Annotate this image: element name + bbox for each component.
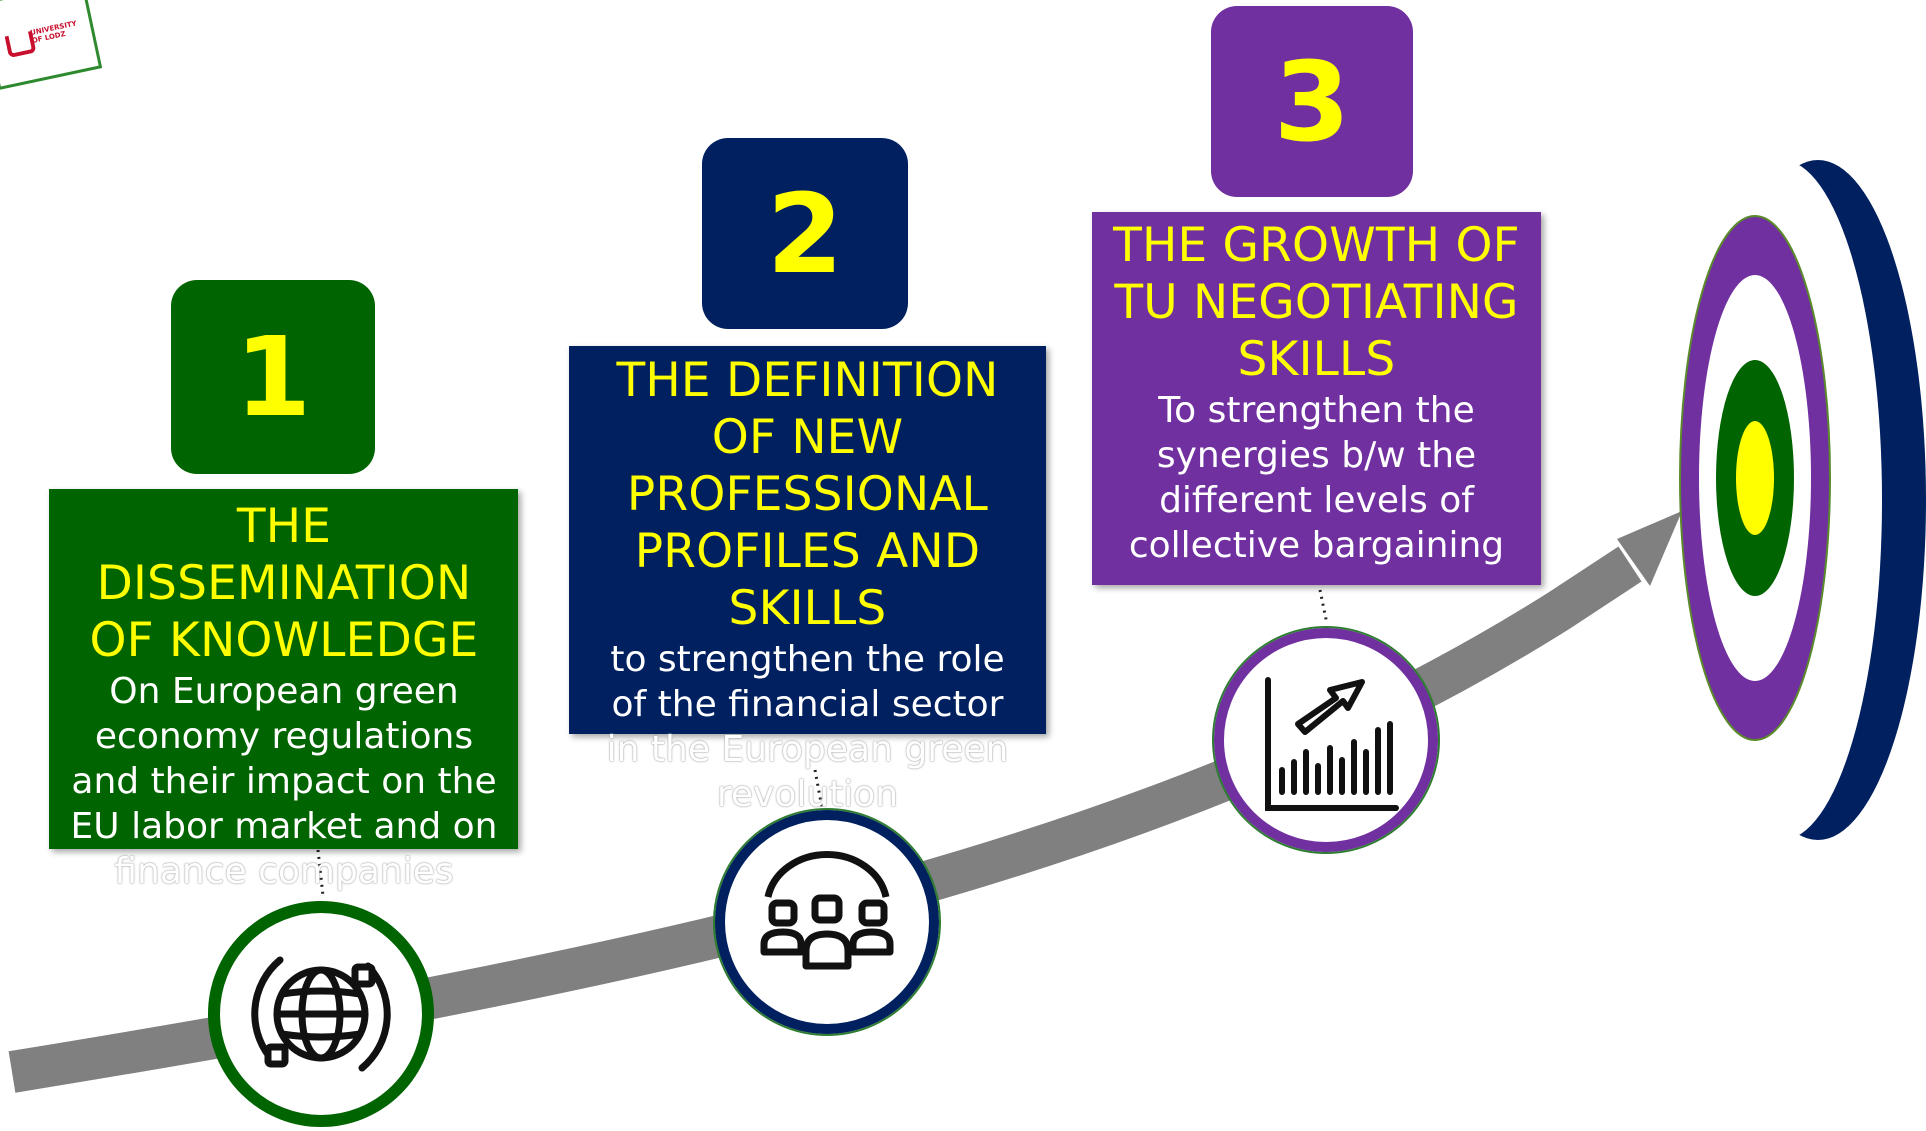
- connector-3: [1318, 589, 1329, 625]
- target-icon: [1679, 160, 1926, 840]
- growth-chart-icon: [1265, 677, 1399, 811]
- step-2-desc-line: of the financial sector: [611, 684, 1004, 725]
- progress-arrow-head: [1617, 511, 1682, 586]
- step-1-overflow-line: finance companies: [114, 851, 454, 892]
- team-icon: [760, 850, 894, 970]
- step-2-card: [569, 346, 1046, 734]
- step-2-text: THE DEFINITION OF NEW PROFESSIONAL PROFI…: [560, 352, 1055, 817]
- step-3-desc-line: To strengthen the: [1158, 390, 1475, 431]
- step-1-heading-line: THE: [236, 499, 332, 554]
- step-1-heading-line: OF KNOWLEDGE: [89, 613, 479, 668]
- step-3-number: 3: [1211, 6, 1413, 197]
- step-1-card: [49, 489, 518, 849]
- step-2-overflow-line: in the European green: [606, 729, 1009, 770]
- step-2-heading-line: THE DEFINITION: [616, 353, 999, 408]
- step-3-heading-line: SKILLS: [1237, 332, 1396, 387]
- step-3-text: THE GROWTH OF TU NEGOTIATING SKILLS To s…: [1092, 217, 1541, 568]
- step-2-heading-line: PROFESSIONAL: [626, 467, 989, 522]
- milestone-circle-3: [1214, 628, 1438, 852]
- step-3-desc-line: synergies b/w the: [1156, 435, 1477, 476]
- step-2-number: 2: [702, 138, 908, 329]
- step-1-desc-line: EU labor market and on: [70, 806, 498, 847]
- step-3-desc-line: different levels of: [1159, 480, 1474, 521]
- milestone-circle-3-rim: [1212, 626, 1440, 854]
- step-2-overflow-line: revolution: [716, 774, 899, 815]
- step-2-desc-line: to strengthen the role: [610, 639, 1005, 680]
- step-1-heading-line: DISSEMINATION: [96, 556, 472, 611]
- logo-text: UNIVERSITY OF LODZ: [29, 19, 78, 45]
- step-2-heading-line: SKILLS: [728, 581, 887, 636]
- step-2-heading-line: OF NEW: [711, 410, 904, 465]
- step-2-heading-line: PROFILES AND: [634, 524, 981, 579]
- step-1-desc-line: and their impact on the: [71, 761, 497, 802]
- step-3-heading-line: THE GROWTH OF: [1113, 218, 1520, 273]
- step-1-desc-line: On European green: [109, 671, 459, 712]
- step-1-desc-line: economy regulations: [94, 716, 474, 757]
- step-3-card: [1092, 212, 1541, 585]
- step-3-desc-line: collective bargaining: [1128, 525, 1505, 566]
- globe-icon: [251, 956, 391, 1072]
- step-1-number: 1: [171, 280, 375, 474]
- step-1-text: THE DISSEMINATION OF KNOWLEDGE On Europe…: [40, 498, 528, 894]
- connector-1: [316, 849, 325, 897]
- step-3-heading-line: TU NEGOTIATING: [1114, 275, 1519, 330]
- milestone-circle-2-rim: [713, 808, 941, 1036]
